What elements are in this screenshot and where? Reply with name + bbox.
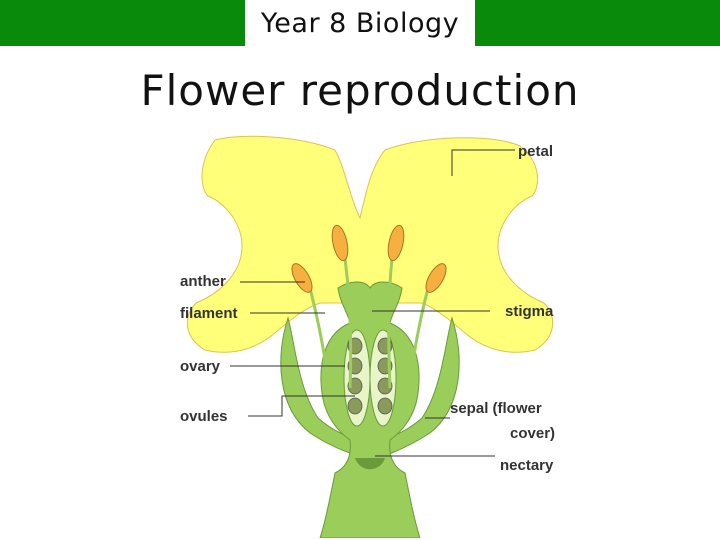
course-title: Year 8 Biology: [260, 7, 460, 39]
filaments: [308, 257, 430, 419]
pointer-lines: [230, 149, 515, 457]
label-anther: anther: [180, 273, 226, 290]
petal-shape: [186, 135, 554, 353]
anthers: [291, 224, 447, 293]
sepal-shape: [280, 316, 460, 459]
label-nectary: nectary: [500, 457, 554, 474]
slide-title: Flower reproduction: [140, 66, 580, 115]
label-ovary: ovary: [180, 358, 221, 375]
label-stigma: stigma: [505, 303, 554, 320]
nectary-shape: [355, 458, 385, 470]
label-filament: filament: [180, 305, 238, 322]
pistil-shape: [319, 281, 421, 538]
label-ovules: ovules: [180, 408, 228, 425]
label-sepal-line1: sepal (flower: [450, 400, 542, 417]
label-petal: petal: [518, 143, 553, 160]
label-sepal-line2: cover): [510, 425, 555, 442]
header-box: Year 8 Biology: [245, 0, 475, 46]
flower-diagram: petal anther filament ovary ovules stigm…: [180, 135, 555, 538]
